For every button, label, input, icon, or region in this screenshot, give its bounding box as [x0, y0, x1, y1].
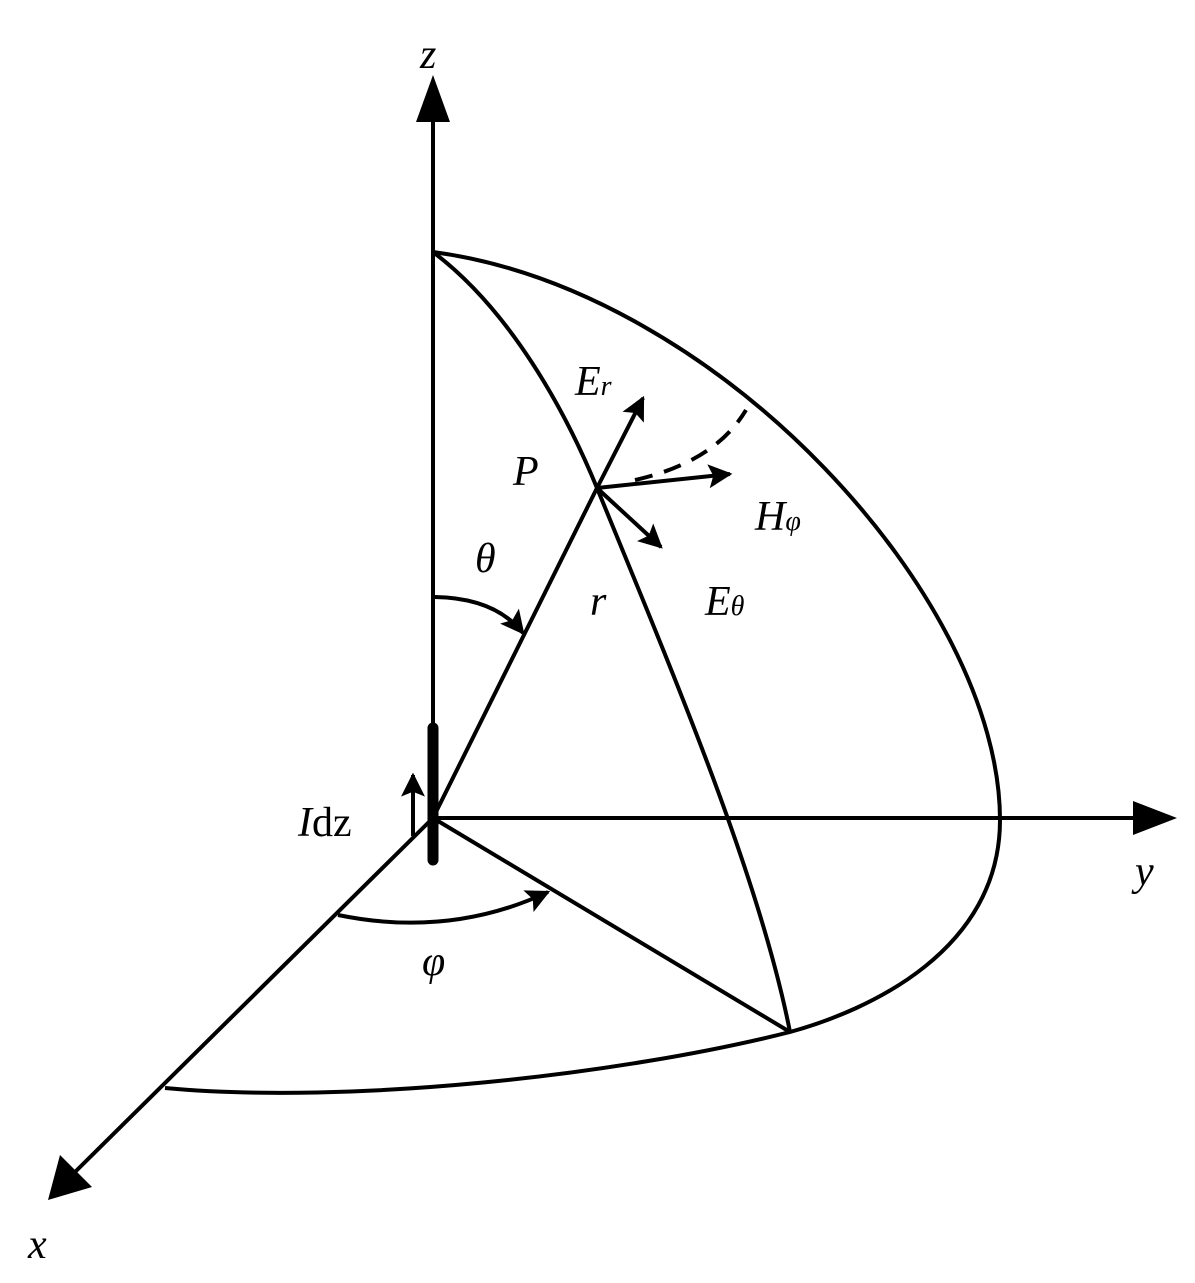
y-axis-label: y [1131, 849, 1154, 895]
e-r-label: Er [574, 359, 612, 405]
x-axis-arrowhead [48, 1155, 92, 1200]
latitude-dashed-arc [634, 408, 748, 482]
theta-label: θ [475, 536, 496, 582]
radius-label: r [590, 579, 607, 625]
projection-line [431, 816, 792, 1034]
z-axis-arrowhead [416, 75, 450, 122]
e-r-vector [595, 395, 645, 489]
y-axis-arrowhead [1133, 801, 1177, 835]
current-element-label: Idz [297, 800, 352, 846]
phi-arc [337, 890, 551, 925]
radius-line [431, 487, 599, 819]
octant-outline [164, 250, 1003, 1095]
meridian-arc [431, 250, 792, 1033]
h-phi-label: Hφ [754, 494, 801, 540]
theta-arc [434, 595, 525, 635]
h-phi-vector [596, 464, 733, 490]
phi-label: φ [422, 939, 445, 985]
e-theta-label: Eθ [704, 579, 745, 625]
x-axis [73, 816, 435, 1174]
point-label: P [512, 449, 539, 495]
e-theta-vector [595, 486, 663, 549]
x-axis-label: x [27, 1222, 47, 1268]
z-axis-label: z [419, 32, 436, 78]
